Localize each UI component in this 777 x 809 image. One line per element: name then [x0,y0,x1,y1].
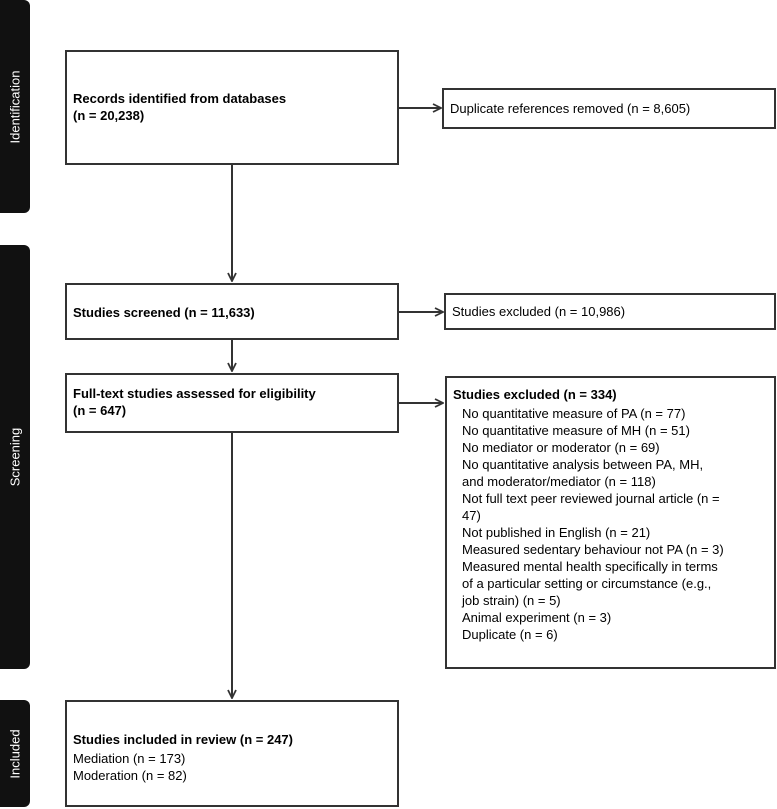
duplicates-removed-text: Duplicate references removed (n = 8,605) [450,101,691,116]
exclusion-reason: No quantitative measure of MH (n = 51) [462,423,690,438]
included-mediation: Mediation (n = 173) [73,751,186,766]
box-fulltext-assessed: Full-text studies assessed for eligibili… [65,373,399,433]
exclusion-reason: No mediator or moderator (n = 69) [462,440,660,455]
fulltext-assessed-title: Full-text studies assessed for eligibili… [73,386,316,401]
box-records-identified: Records identified from databases (n = 2… [65,50,399,165]
exclusion-reason: Measured sedentary behaviour not PA (n =… [462,542,724,557]
exclusion-reason: Animal experiment (n = 3) [462,610,612,625]
studies-included-title: Studies included in review (n = 247) [73,732,293,747]
phase-bar-screening: Screening [0,245,30,669]
box-fulltext-excluded: Studies excluded (n = 334) No quantitati… [445,376,776,669]
exclusion-reason: and moderator/mediator (n = 118) [462,474,656,489]
fulltext-excluded-list: No quantitative measure of PA (n = 77) N… [453,405,768,643]
exclusion-reason: of a particular setting or circumstance … [462,576,712,591]
exclusion-reason: Measured mental health specifically in t… [462,559,718,574]
records-identified-title: Records identified from databases [73,91,287,106]
records-identified-count: (n = 20,238) [73,108,145,123]
studies-excluded-screening-text: Studies excluded (n = 10,986) [452,304,626,319]
included-moderation: Moderation (n = 82) [73,768,187,783]
exclusion-reason: No quantitative analysis between PA, MH, [462,457,704,472]
exclusion-reason: Not published in English (n = 21) [462,525,651,540]
box-studies-screened: Studies screened (n = 11,633) [65,283,399,340]
exclusion-reason: job strain) (n = 5) [462,593,561,608]
box-studies-excluded-screening: Studies excluded (n = 10,986) [444,293,776,330]
exclusion-reason: Duplicate (n = 6) [462,627,558,642]
phase-bar-identification: Identification [0,0,30,213]
box-studies-included: Studies included in review (n = 247) Med… [65,700,399,807]
fulltext-assessed-count: (n = 647) [73,403,127,418]
exclusion-reason: No quantitative measure of PA (n = 77) [462,406,686,421]
box-duplicates-removed: Duplicate references removed (n = 8,605) [442,88,776,129]
exclusion-reason: Not full text peer reviewed journal arti… [462,491,720,506]
fulltext-excluded-title: Studies excluded (n = 334) [453,387,617,402]
studies-screened-text: Studies screened (n = 11,633) [73,305,255,320]
phase-bar-included: Included [0,700,30,807]
exclusion-reason: 47) [462,508,481,523]
